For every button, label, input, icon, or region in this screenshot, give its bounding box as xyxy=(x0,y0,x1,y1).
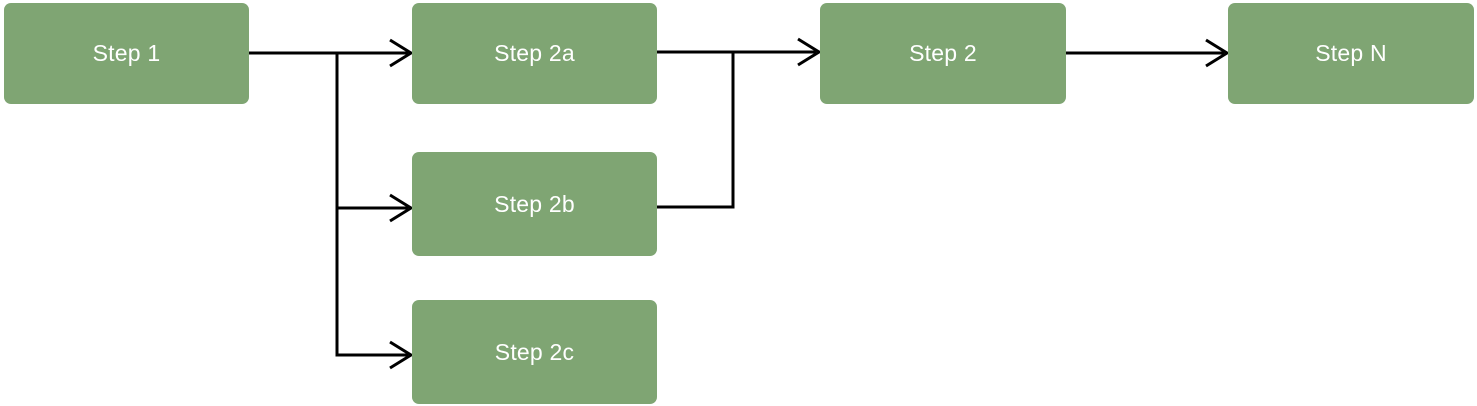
node-step-1[interactable]: Step 1 xyxy=(4,3,249,104)
node-step-2a[interactable]: Step 2a xyxy=(412,3,657,104)
arrowhead-into-step2a-icon xyxy=(389,38,414,68)
edge-step1-step2b xyxy=(335,53,408,210)
node-step-2[interactable]: Step 2 xyxy=(820,3,1066,104)
node-step-2b[interactable]: Step 2b xyxy=(412,152,657,256)
arrowhead-into-step2c-icon xyxy=(389,340,414,370)
edge-step2b-step2 xyxy=(657,52,735,209)
node-step-n-label: Step N xyxy=(1315,40,1387,66)
node-step-n[interactable]: Step N xyxy=(1228,3,1474,104)
edge-step1-step2c xyxy=(335,208,408,357)
arrowhead-into-step2-icon xyxy=(797,37,822,67)
arrowhead-into-step2b-icon xyxy=(389,193,414,223)
node-step-2a-label: Step 2a xyxy=(494,40,575,66)
arrowhead-into-stepn-icon xyxy=(1205,38,1230,68)
node-step-2c-label: Step 2c xyxy=(494,338,575,365)
node-step-1-label: Step 1 xyxy=(92,40,161,66)
node-step-2c[interactable]: Step 2c xyxy=(412,300,657,404)
node-step-2b-label: Step 2b xyxy=(494,190,575,217)
node-step-2-label: Step 2 xyxy=(909,40,977,66)
